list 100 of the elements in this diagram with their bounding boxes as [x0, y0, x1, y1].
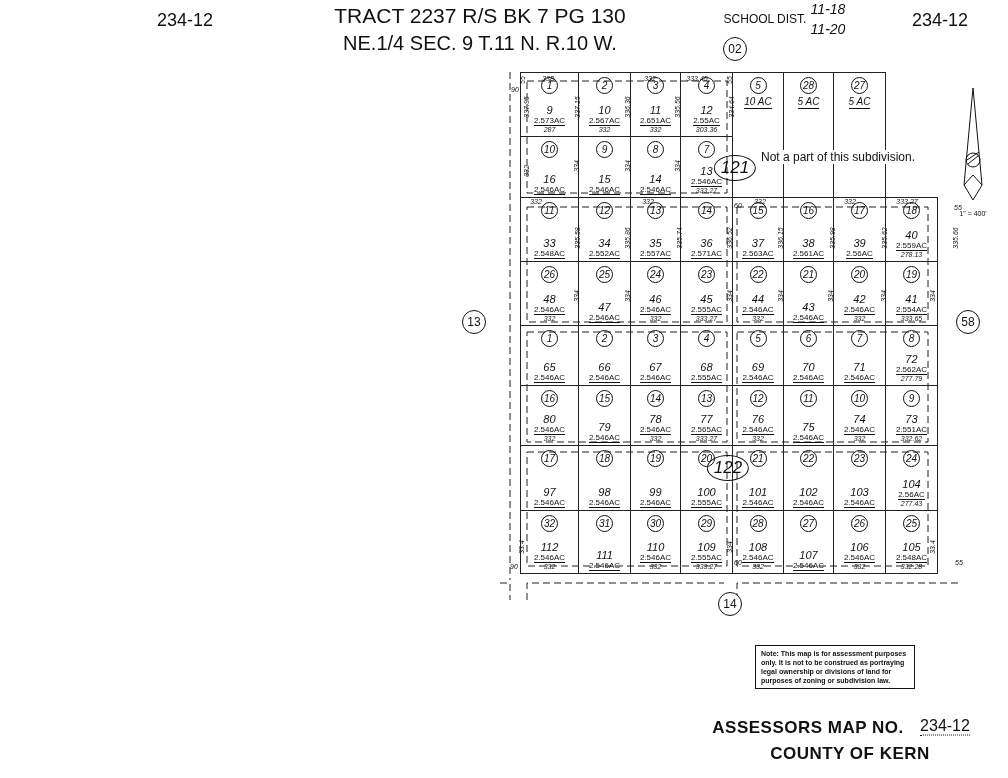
- sheet-number: 234-12: [156, 9, 214, 31]
- acreage: 2.562AC: [895, 365, 928, 375]
- acreage: 2.546AC: [588, 313, 621, 323]
- acreage: 2.548AC: [533, 249, 566, 259]
- lot-number: 74: [853, 414, 866, 425]
- sheet-number: 234-12: [911, 9, 969, 31]
- lot-number: 75: [802, 422, 815, 433]
- acreage: 5 AC: [797, 96, 820, 109]
- acreage: 5 AC: [848, 96, 871, 109]
- lot-number: 73: [905, 414, 918, 425]
- footer-text: ASSESSORS MAP NO.: [712, 718, 904, 738]
- lot-number: 48: [543, 294, 556, 305]
- acreage: 2.546AC: [742, 373, 774, 383]
- lot-number: 45: [700, 294, 713, 305]
- lot-number: 35: [649, 238, 662, 249]
- footer-text: COUNTY OF KERN: [770, 744, 930, 764]
- road-number: 13: [462, 310, 486, 334]
- lot-number: 33: [543, 238, 556, 249]
- acreage: 2.546AC: [588, 433, 621, 443]
- acreage: 2.546AC: [792, 561, 825, 571]
- lot-number: 41: [905, 294, 918, 305]
- acreage: 2.559AC: [895, 241, 928, 251]
- school-district-number: 11-20: [810, 21, 846, 37]
- lot-number: 42: [853, 294, 866, 305]
- acreage: 2.546AC: [639, 305, 672, 315]
- acreage: 2.546AC: [843, 373, 876, 383]
- acreage: 2.546AC: [639, 373, 672, 383]
- lot-number: 44: [751, 294, 765, 305]
- acreage: 2.563AC: [742, 249, 774, 259]
- lot-number: 12: [700, 105, 713, 116]
- lot-number: 65: [543, 362, 556, 373]
- lot-number: 46: [649, 294, 662, 305]
- lot-number: 38: [802, 238, 815, 249]
- lot-number: 99: [649, 487, 662, 498]
- lot-number: 69: [751, 362, 765, 373]
- school-district-label: SCHOOL DIST.: [723, 12, 807, 26]
- lot-number: 100: [697, 487, 716, 498]
- acreage: 2.565AC: [690, 425, 723, 435]
- lot-number: 112: [540, 542, 559, 553]
- acreage: 2.546AC: [639, 425, 672, 435]
- lot-number: 109: [697, 542, 716, 553]
- lot-number: 66: [598, 362, 611, 373]
- lot-number: 67: [649, 362, 662, 373]
- acreage: 2.546AC: [533, 185, 566, 195]
- lot-number: 70: [802, 362, 815, 373]
- acreage: 2.554AC: [895, 305, 928, 315]
- lot-number: 79: [598, 422, 611, 433]
- acreage: 2.651AC: [639, 116, 672, 126]
- parcel: [885, 197, 938, 262]
- lot-number: 36: [700, 238, 713, 249]
- lot-number: 98: [598, 487, 611, 498]
- lot-number: 80: [543, 414, 556, 425]
- lot-number: 78: [649, 414, 662, 425]
- acreage: 2.546AC: [639, 498, 672, 508]
- map-subtitle: NE.1/4 SEC. 9 T.11 N. R.10 W.: [343, 31, 617, 55]
- parcel: [520, 72, 579, 137]
- acreage: 2.546AC: [639, 185, 672, 195]
- lot-number: 16: [543, 174, 556, 185]
- lot-number: 14: [649, 174, 662, 185]
- acreage: 2.55AC: [693, 116, 720, 126]
- lot-number: 103: [850, 487, 869, 498]
- lot-number: 9: [546, 105, 553, 116]
- lot-number: 110: [646, 542, 665, 553]
- acreage: 2.571AC: [690, 249, 723, 259]
- acreage: 2.56AC: [898, 490, 925, 500]
- lot-number: 71: [853, 362, 866, 373]
- lot-number: 97: [543, 487, 556, 498]
- lot-number: 77: [700, 414, 713, 425]
- acreage: 2.546AC: [588, 373, 621, 383]
- acreage: 2.555AC: [690, 553, 723, 563]
- acreage: 2.546AC: [742, 305, 774, 315]
- acreage: 2.546AC: [588, 185, 621, 195]
- acreage: 2.546AC: [533, 373, 566, 383]
- acreage: 2.546AC: [690, 177, 723, 187]
- acreage: 2.546AC: [843, 498, 876, 508]
- lot-number: 15: [598, 174, 611, 185]
- road-number: 58: [956, 310, 980, 334]
- lot-number: 11: [649, 105, 662, 116]
- acreage: 2.546AC: [792, 433, 825, 443]
- lot-number: 101: [748, 487, 768, 498]
- acreage: 2.555AC: [690, 498, 723, 508]
- lot-number: 39: [853, 238, 866, 249]
- acreage: 2.557AC: [639, 249, 672, 259]
- acreage: 2.555AC: [690, 305, 723, 315]
- parcel: [520, 510, 579, 574]
- lot-number: 10: [598, 105, 611, 116]
- acreage: 2.546AC: [792, 373, 825, 383]
- acreage: 2.546AC: [843, 305, 876, 315]
- acreage: 2.56AC: [846, 249, 873, 259]
- road-number: 02: [723, 37, 747, 61]
- acreage: 2.546AC: [533, 498, 566, 508]
- lot-number: 43: [802, 302, 815, 313]
- acreage: 2.546AC: [742, 425, 774, 435]
- acreage: 2.546AC: [792, 313, 825, 323]
- lot-number: 105: [902, 542, 921, 553]
- road-number: 14: [718, 592, 742, 616]
- acreage: 2.546AC: [533, 553, 566, 563]
- acreage: 10 AC: [744, 96, 772, 109]
- school-district-number: 11-18: [810, 1, 846, 17]
- acreage: 2.546AC: [639, 553, 672, 563]
